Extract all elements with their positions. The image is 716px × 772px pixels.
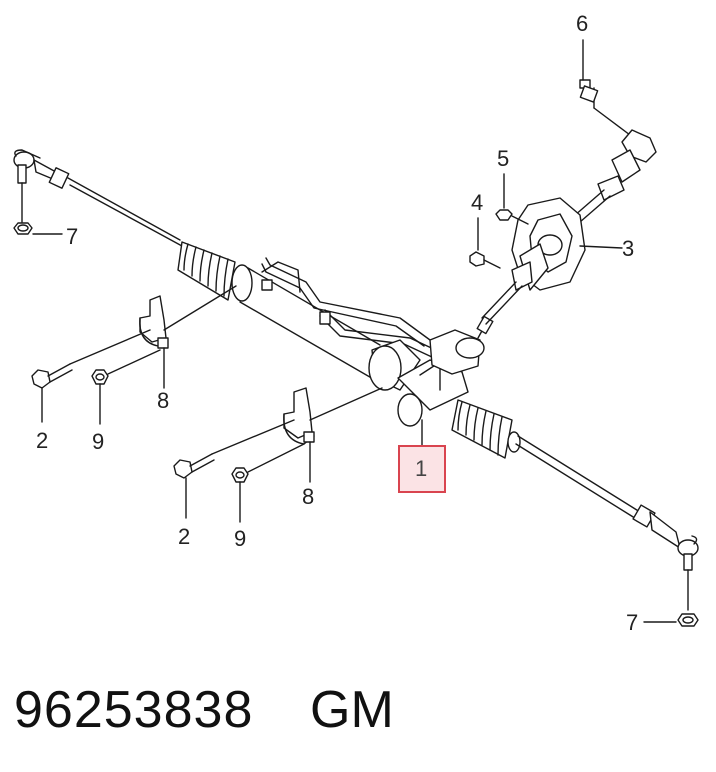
left-tie-rod-end [13, 149, 70, 223]
bolt-4 [469, 217, 501, 269]
highlight-box [398, 445, 446, 493]
leader-upper-clamp [163, 285, 237, 331]
rack-housing [239, 261, 381, 381]
right-tie-rod-end [632, 504, 699, 611]
callout-4[interactable]: 4 [471, 190, 484, 215]
callout-6[interactable]: 6 [576, 11, 589, 36]
right-bellows [451, 399, 521, 459]
brand-label: GM [310, 681, 394, 739]
callout-1[interactable]: 1 [415, 456, 428, 481]
part-number: 96253838 [14, 681, 254, 739]
callout-7-right[interactable]: 7 [626, 610, 639, 635]
hydraulic-pipes [261, 257, 441, 359]
right-nut [643, 613, 699, 627]
intermediate-shaft [573, 87, 657, 223]
bolt-2-upper [31, 329, 151, 423]
callout-2-upper[interactable]: 2 [36, 428, 49, 453]
callout-8-lower[interactable]: 8 [302, 484, 315, 509]
callout-9-upper[interactable]: 9 [92, 429, 105, 454]
left-bellows [177, 241, 253, 302]
leader-lower-clamp [309, 387, 383, 421]
clamp-bracket-lower [283, 387, 315, 483]
nut-9-lower [231, 443, 305, 523]
callout-5[interactable]: 5 [497, 146, 510, 171]
bolt-2-lower [173, 419, 295, 519]
callout-8-upper[interactable]: 8 [157, 388, 170, 413]
callout-3[interactable]: 3 [622, 236, 635, 261]
callout-2-lower[interactable]: 2 [178, 524, 191, 549]
bolt-6 [579, 39, 599, 103]
pinion-valve-housing [368, 315, 494, 427]
callout-7-left[interactable]: 7 [66, 224, 79, 249]
right-tie-rod [515, 435, 641, 521]
nut-5 [495, 173, 529, 225]
callout-9-lower[interactable]: 9 [234, 526, 247, 551]
clamp-bracket-upper [139, 295, 169, 389]
pinion-shaft [481, 281, 523, 325]
left-nut [13, 222, 63, 235]
left-tie-rod [67, 177, 183, 247]
nut-9-upper [91, 349, 161, 425]
dash-seal-cover [511, 197, 623, 291]
